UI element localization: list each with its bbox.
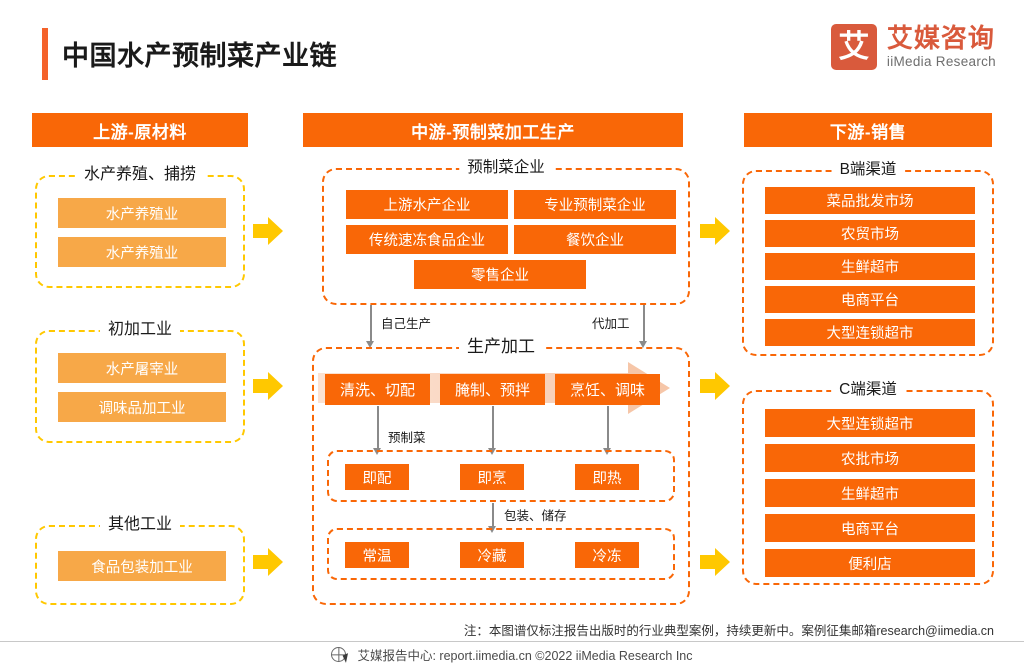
title-accent-bar [42,28,48,80]
footnote: 注：本图谱仅标注报告出版时的行业典型案例，持续更新中。案例征集邮箱researc… [463,624,994,638]
chip-b-0[interactable]: 菜品批发市场 [765,187,975,214]
group-title-primary-processing: 初加工业 [99,319,181,341]
group-title-aquaculture: 水产养殖、捕捞 [75,164,205,186]
group-production-processing: 生产加工 [312,336,690,605]
chip-c-3[interactable]: 电商平台 [765,514,975,542]
chip-upstream-0-1[interactable]: 水产养殖业 [58,237,226,267]
chip-c-4[interactable]: 便利店 [765,549,975,577]
logo-mark-icon: 艾 [830,24,877,70]
group-title-other-industry: 其他工业 [99,514,181,536]
connector-label-self-produce: 自己生产 [381,317,432,331]
arrow-midstream-to-downstream-1 [700,217,730,245]
cursor-icon [343,652,352,663]
group-other-industry: 其他工业 食品包装加工业 [35,514,245,605]
chip-enterprise-upstream-aquatic[interactable]: 上游水产企业 [346,190,508,219]
chip-ready-jipeng[interactable]: 即烹 [460,464,524,490]
chip-step-marinate-premix[interactable]: 腌制、预拌 [440,374,545,405]
globe-icon [331,647,347,662]
chip-b-4[interactable]: 大型连锁超市 [765,319,975,346]
group-b-channel: B端渠道 菜品批发市场 农贸市场 生鲜超市 电商平台 大型连锁超市 [742,159,994,356]
group-ready-types [327,450,675,502]
footer-text: 艾媒报告中心: report.iimedia.cn ©2022 iiMedia … [357,649,693,663]
chip-upstream-2-0[interactable]: 食品包装加工业 [58,551,226,581]
connector-line-self-produce [370,305,372,343]
group-title-production-processing: 生产加工 [459,336,543,358]
column-header-midstream: 中游-预制菜加工生产 [303,113,683,147]
chip-upstream-0-0[interactable]: 水产养殖业 [58,198,226,228]
group-primary-processing: 初加工业 水产屠宰业 调味品加工业 [35,319,245,443]
connector-line-oem [643,305,645,343]
chip-ready-jire[interactable]: 即热 [575,464,639,490]
chip-upstream-1-0[interactable]: 水产屠宰业 [58,353,226,383]
chip-storage-ambient[interactable]: 常温 [345,542,409,568]
arrow-upstream-to-midstream-2 [253,372,283,400]
group-title-b-channel: B端渠道 [831,159,905,181]
group-prepared-dish-enterprises: 预制菜企业 上游水产企业 专业预制菜企业 传统速冻食品企业 餐饮企业 零售企业 [322,157,690,305]
chip-enterprise-retail[interactable]: 零售企业 [414,260,586,289]
footer-bar: 艾媒报告中心: report.iimedia.cn ©2022 iiMedia … [0,641,1024,667]
group-aquaculture: 水产养殖、捕捞 水产养殖业 水产养殖业 [35,164,245,288]
arrow-midstream-to-downstream-2 [700,372,730,400]
brand-name-cn: 艾媒咨询 [886,23,995,54]
group-storage-types [327,528,675,580]
chip-enterprise-frozen-food[interactable]: 传统速冻食品企业 [346,225,508,254]
connector-arrow-oem [639,341,647,348]
chip-c-2[interactable]: 生鲜超市 [765,479,975,507]
column-header-upstream: 上游-原材料 [32,113,248,147]
chip-enterprise-professional[interactable]: 专业预制菜企业 [514,190,676,219]
connector-arrow-self-produce [366,341,374,348]
connector-line-ready-1 [377,406,379,450]
chip-b-3[interactable]: 电商平台 [765,286,975,313]
chip-c-1[interactable]: 农批市场 [765,444,975,472]
connector-line-ready-3 [607,406,609,450]
arrow-upstream-to-midstream-1 [253,217,283,245]
group-c-channel: C端渠道 大型连锁超市 农批市场 生鲜超市 电商平台 便利店 [742,379,994,585]
chip-enterprise-catering[interactable]: 餐饮企业 [514,225,676,254]
connector-label-pack-store: 包装、储存 [504,509,567,523]
connector-label-oem: 代加工 [592,317,630,331]
brand-name-en: iiMedia Research [886,53,996,69]
chip-upstream-1-1[interactable]: 调味品加工业 [58,392,226,422]
chip-storage-chilled[interactable]: 冷藏 [460,542,524,568]
chip-ready-jipei[interactable]: 即配 [345,464,409,490]
chip-b-2[interactable]: 生鲜超市 [765,253,975,280]
chip-step-wash-cut[interactable]: 清洗、切配 [325,374,430,405]
page-title: 中国水产预制菜产业链 [62,41,337,71]
chip-b-1[interactable]: 农贸市场 [765,220,975,247]
chip-step-cook-season[interactable]: 烹饪、调味 [555,374,660,405]
group-title-prepared-dish-enterprises: 预制菜企业 [459,157,553,179]
connector-label-prepared-dish: 预制菜 [388,431,426,445]
chip-storage-frozen[interactable]: 冷冻 [575,542,639,568]
chip-c-0[interactable]: 大型连锁超市 [765,409,975,437]
arrow-midstream-to-downstream-3 [700,548,730,576]
arrow-upstream-to-midstream-3 [253,548,283,576]
connector-line-ready-2 [492,406,494,450]
group-title-c-channel: C端渠道 [831,379,905,401]
connector-line-pack-store [492,503,494,528]
column-header-downstream: 下游-销售 [744,113,992,147]
brand-logo: 艾 艾媒咨询 iiMedia Research [830,23,996,70]
